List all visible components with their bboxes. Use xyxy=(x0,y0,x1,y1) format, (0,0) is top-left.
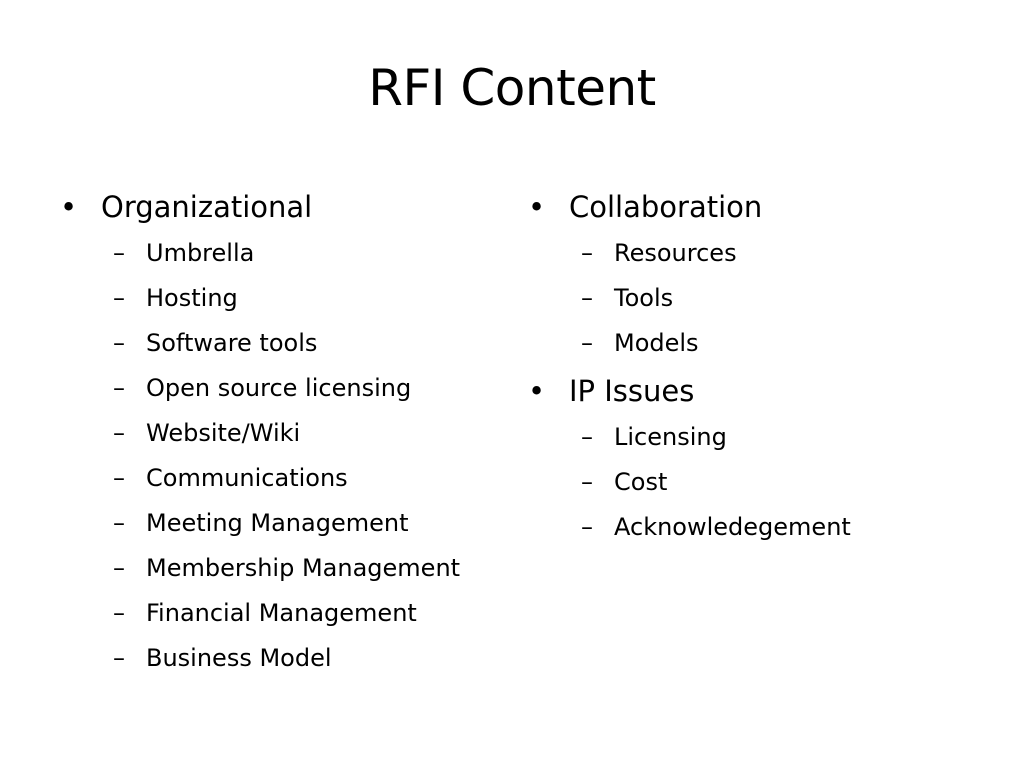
dash-icon: – xyxy=(113,509,125,537)
sub-item-label: Software tools xyxy=(146,329,318,357)
left-column: • Organizational –Umbrella –Hosting –Sof… xyxy=(55,186,505,685)
dash-icon: – xyxy=(113,464,125,492)
dash-icon: – xyxy=(581,423,593,451)
right-column: • Collaboration –Resources –Tools –Model… xyxy=(523,186,973,554)
sub-item-label: Licensing xyxy=(614,423,727,451)
dash-icon: – xyxy=(581,239,593,267)
sub-item: –Membership Management xyxy=(55,546,505,591)
sub-item-label: Tools xyxy=(614,284,674,312)
sub-item: –Website/Wiki xyxy=(55,411,505,456)
sub-item: –Models xyxy=(523,321,973,366)
dash-icon: – xyxy=(113,599,125,627)
bullet-label: IP Issues xyxy=(569,374,695,408)
sub-item-label: Communications xyxy=(146,464,348,492)
dash-icon: – xyxy=(113,419,125,447)
slide-title: RFI Content xyxy=(368,59,656,117)
sub-item: –Tools xyxy=(523,276,973,321)
sub-item: –Hosting xyxy=(55,276,505,321)
sub-item-label: Umbrella xyxy=(146,239,255,267)
sub-item: –Open source licensing xyxy=(55,366,505,411)
sub-item: –Acknowledegement xyxy=(523,505,973,550)
bullet-icon: • xyxy=(528,190,546,224)
sub-item-label: Hosting xyxy=(146,284,238,312)
sub-item-label: Website/Wiki xyxy=(146,419,301,447)
bullet-icon: • xyxy=(60,190,78,224)
sub-item: –Financial Management xyxy=(55,591,505,636)
sub-item: –Communications xyxy=(55,456,505,501)
sub-item-label: Membership Management xyxy=(146,554,461,582)
organizational-sub-list: –Umbrella –Hosting –Software tools –Open… xyxy=(55,231,505,681)
sub-item-label: Meeting Management xyxy=(146,509,409,537)
bullet-organizational: • Organizational xyxy=(55,186,505,228)
sub-item-label: Cost xyxy=(614,468,668,496)
sub-item: –Meeting Management xyxy=(55,501,505,546)
collaboration-sub-list: –Resources –Tools –Models xyxy=(523,231,973,366)
dash-icon: – xyxy=(581,513,593,541)
dash-icon: – xyxy=(113,554,125,582)
dash-icon: – xyxy=(113,284,125,312)
ip-issues-sub-list: –Licensing –Cost –Acknowledegement xyxy=(523,415,973,550)
bullet-icon: • xyxy=(528,374,546,408)
sub-item-label: Models xyxy=(614,329,699,357)
bullet-collaboration: • Collaboration xyxy=(523,186,973,228)
sub-item: –Software tools xyxy=(55,321,505,366)
dash-icon: – xyxy=(581,284,593,312)
sub-item: –Umbrella xyxy=(55,231,505,276)
dash-icon: – xyxy=(113,644,125,672)
dash-icon: – xyxy=(113,239,125,267)
dash-icon: – xyxy=(581,468,593,496)
bullet-label: Collaboration xyxy=(569,190,763,224)
dash-icon: – xyxy=(113,374,125,402)
dash-icon: – xyxy=(113,329,125,357)
sub-item-label: Financial Management xyxy=(146,599,417,627)
sub-item: –Resources xyxy=(523,231,973,276)
bullet-ip-issues: • IP Issues xyxy=(523,370,973,412)
sub-item-label: Acknowledegement xyxy=(614,513,851,541)
bullet-label: Organizational xyxy=(101,190,313,224)
sub-item: –Business Model xyxy=(55,636,505,681)
sub-item: –Cost xyxy=(523,460,973,505)
sub-item-label: Open source licensing xyxy=(146,374,412,402)
dash-icon: – xyxy=(581,329,593,357)
sub-item-label: Business Model xyxy=(146,644,332,672)
sub-item: –Licensing xyxy=(523,415,973,460)
sub-item-label: Resources xyxy=(614,239,737,267)
